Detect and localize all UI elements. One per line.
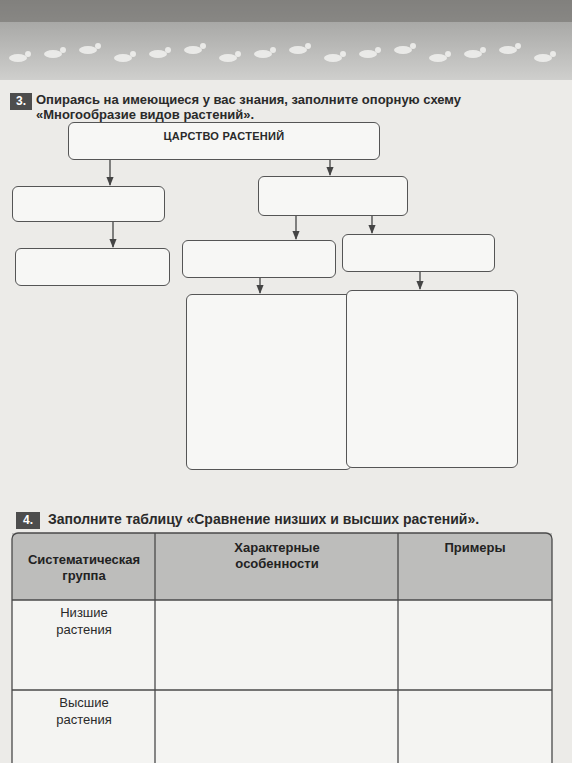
animal-silhouette xyxy=(429,54,447,62)
table-rule xyxy=(12,689,552,690)
animal-silhouette xyxy=(79,46,97,54)
animal-silhouette xyxy=(219,54,237,62)
top-band xyxy=(0,0,572,80)
node-title: ЦАРСТВО РАСТЕНИЙ xyxy=(157,123,290,146)
task-number: 4. xyxy=(16,512,40,529)
animal-silhouette xyxy=(9,54,27,62)
animal-silhouette xyxy=(515,43,521,49)
animal-silhouette xyxy=(130,51,136,57)
empty-box xyxy=(258,176,408,216)
photo-shadow xyxy=(0,0,572,22)
animal-silhouette xyxy=(410,43,416,49)
arrow-connector xyxy=(109,160,110,185)
animal-silhouette xyxy=(445,51,451,57)
animal-silhouette xyxy=(480,47,486,53)
table-header-cell: Примеры xyxy=(402,540,548,556)
task-number: 3. xyxy=(10,93,32,110)
animal-silhouette xyxy=(375,47,381,53)
animal-silhouette xyxy=(394,46,412,54)
task-text: Заполните таблицу «Сравнение низших и вы… xyxy=(48,511,548,528)
table-header-cell: Систематическая группа xyxy=(16,552,152,584)
arrow-connector xyxy=(295,216,296,239)
animal-silhouette xyxy=(499,46,517,54)
table-border xyxy=(12,533,552,763)
empty-box xyxy=(346,290,518,468)
animal-silhouette xyxy=(340,51,346,57)
empty-box xyxy=(15,248,170,286)
animal-silhouette xyxy=(464,50,482,58)
animal-silhouette xyxy=(95,43,101,49)
table-rule xyxy=(397,533,398,763)
empty-box xyxy=(186,294,352,470)
table-rule xyxy=(12,599,552,600)
root-box: ЦАРСТВО РАСТЕНИЙ xyxy=(68,122,380,160)
animal-silhouette xyxy=(359,50,377,58)
arrow-connector xyxy=(329,160,330,175)
animal-silhouette xyxy=(305,43,311,49)
animal-silhouette xyxy=(289,46,307,54)
empty-box xyxy=(342,234,495,272)
arrow-connector xyxy=(259,278,260,293)
animal-silhouette xyxy=(324,54,342,62)
arrow-connector xyxy=(419,272,420,289)
animal-silhouettes xyxy=(9,43,556,62)
animal-silhouette xyxy=(534,54,552,62)
animal-silhouette xyxy=(114,54,132,62)
empty-box xyxy=(182,240,336,278)
arrow-connector xyxy=(112,222,113,247)
table-body-fill xyxy=(12,600,552,763)
animal-silhouette xyxy=(200,43,206,49)
table-row-header: Высшие растения xyxy=(16,694,152,728)
arrow-connector xyxy=(371,216,372,233)
animal-silhouette xyxy=(235,51,241,57)
animal-silhouette xyxy=(25,51,31,57)
table-rule xyxy=(154,533,155,763)
animal-silhouette xyxy=(149,50,167,58)
table-header-cell: Характерные особенности xyxy=(160,540,394,572)
animal-silhouette xyxy=(44,50,62,58)
empty-box xyxy=(12,186,165,222)
animal-silhouette xyxy=(270,47,276,53)
table-header-fill xyxy=(12,533,552,600)
animal-silhouette xyxy=(550,51,556,57)
table-row-header: Низшие растения xyxy=(16,604,152,638)
animal-silhouette xyxy=(254,50,272,58)
animal-silhouette xyxy=(165,47,171,53)
animal-silhouette xyxy=(184,46,202,54)
task-text: Опираясь на имеющиеся у вас знания, запо… xyxy=(36,92,506,122)
animal-silhouette xyxy=(60,47,66,53)
